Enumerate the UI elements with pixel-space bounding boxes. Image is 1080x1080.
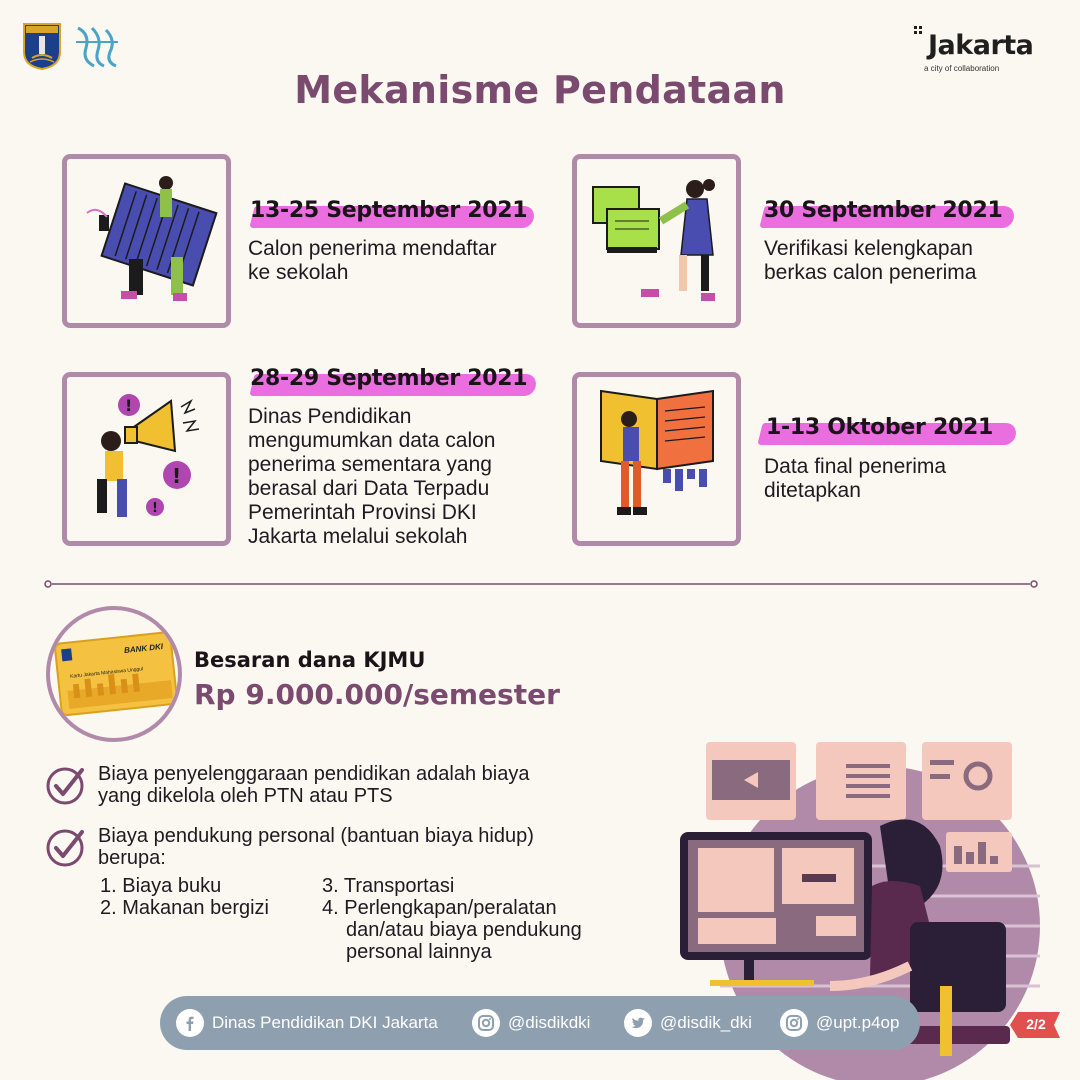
- check-icon: [46, 829, 84, 867]
- list-item-4: 4. Perlengkapan/peralatan: [322, 897, 557, 919]
- bullet-1-line-1: Biaya penyelenggaraan pendidikan adalah …: [98, 763, 530, 785]
- step-4-desc-line-1: Data final penerima: [764, 455, 947, 478]
- step-4-date: 1-13 Oktober 2021: [766, 415, 993, 440]
- step-2-desc-line-2: berkas calon penerima: [764, 261, 977, 284]
- person-carrying-folder-illustration: [86, 176, 218, 301]
- step-3-desc-line-6: Jakarta melalui sekolah: [248, 525, 468, 548]
- facebook-handle: Dinas Pendidikan DKI Jakarta: [212, 1013, 438, 1032]
- social-footer-bar: Dinas Pendidikan DKI Jakarta @disdikdki …: [160, 996, 920, 1050]
- list-item-2: 2. Makanan bergizi: [100, 897, 269, 919]
- jakarta-tagline: a city of collaboration: [924, 64, 1000, 73]
- kjmu-card-frame: BANK DKI Kartu Jakarta Mahasiswa Unggul: [46, 606, 182, 742]
- twitter-link[interactable]: @disdik_dki: [624, 996, 752, 1050]
- step-3-desc-line-2: mengumumkan data calon: [248, 429, 496, 452]
- person-with-megaphone-illustration: ! ! !: [97, 394, 200, 517]
- bullet-2-line-2: berupa:: [98, 847, 166, 869]
- jakarta-brand-logo: Jakarta a city of collaboration: [914, 24, 1034, 74]
- list-item-4-cont-1: dan/atau biaya pendukung: [346, 919, 582, 941]
- kjmu-label: Besaran dana KJMU: [194, 648, 426, 672]
- facebook-icon: [176, 1009, 204, 1037]
- bullet-2-line-1: Biaya pendukung personal (bantuan biaya …: [98, 825, 534, 847]
- list-item-4-cont-2: personal lainnya: [346, 941, 492, 963]
- person-reading-book-illustration: [600, 389, 714, 515]
- step-3-desc-line-4: berasal dari Data Terpadu: [248, 477, 490, 500]
- page-indicator: 2/2: [1026, 1016, 1046, 1032]
- step-1-illustration-frame: [62, 154, 231, 328]
- facebook-link[interactable]: Dinas Pendidikan DKI Jakarta: [176, 996, 438, 1050]
- kjmu-amount: Rp 9.000.000/semester: [194, 678, 560, 711]
- person-checking-documents-illustration: [592, 179, 715, 301]
- instagram-icon: [472, 1009, 500, 1037]
- step-3-desc-line-1: Dinas Pendidikan: [248, 405, 412, 428]
- jakarta-dots-icon: [914, 26, 922, 34]
- step-1-desc-line-2: ke sekolah: [248, 261, 349, 284]
- step-4-desc-line-2: ditetapkan: [764, 479, 861, 502]
- list-item-1: 1. Biaya buku: [100, 875, 222, 897]
- agency-swirl-logo: [76, 26, 118, 68]
- section-divider: [44, 580, 1038, 588]
- svg-text:!: !: [125, 396, 132, 415]
- check-icon: [46, 767, 84, 805]
- jakarta-wordmark: Jakarta: [928, 30, 1034, 61]
- step-4-illustration-frame: [572, 372, 741, 546]
- svg-text:!: !: [172, 464, 181, 488]
- step-3-date: 28-29 September 2021: [250, 366, 528, 391]
- dki-shield-logo: [23, 23, 61, 70]
- instagram-link-2[interactable]: @upt.p4op: [780, 996, 899, 1050]
- step-1-desc-line-1: Calon penerima mendaftar: [248, 237, 497, 260]
- twitter-icon: [624, 1009, 652, 1037]
- twitter-handle: @disdik_dki: [660, 1013, 752, 1032]
- step-2-desc-line-1: Verifikasi kelengkapan: [764, 237, 973, 260]
- step-2-date: 30 September 2021: [764, 198, 1003, 223]
- kjmu-card-illustration: [54, 631, 178, 717]
- bullet-1-line-2: yang dikelola oleh PTN atau PTS: [98, 785, 393, 807]
- instagram-handle-1: @disdikdki: [508, 1013, 591, 1032]
- step-2-illustration-frame: [572, 154, 741, 328]
- step-3-desc-line-5: Pemerintah Provinsi DKI: [248, 501, 477, 524]
- page-indicator-badge: 2/2: [1008, 1010, 1062, 1040]
- instagram-icon: [780, 1009, 808, 1037]
- list-item-3: 3. Transportasi: [322, 875, 455, 897]
- instagram-link-1[interactable]: @disdikdki: [472, 996, 590, 1050]
- instagram-handle-2: @upt.p4op: [816, 1013, 900, 1032]
- page-title: Mekanisme Pendataan: [294, 68, 786, 112]
- step-1-date: 13-25 September 2021: [250, 198, 528, 223]
- step-3-desc-line-3: penerima sementara yang: [248, 453, 492, 476]
- step-3-illustration-frame: ! ! !: [62, 372, 231, 546]
- svg-text:!: !: [152, 501, 158, 516]
